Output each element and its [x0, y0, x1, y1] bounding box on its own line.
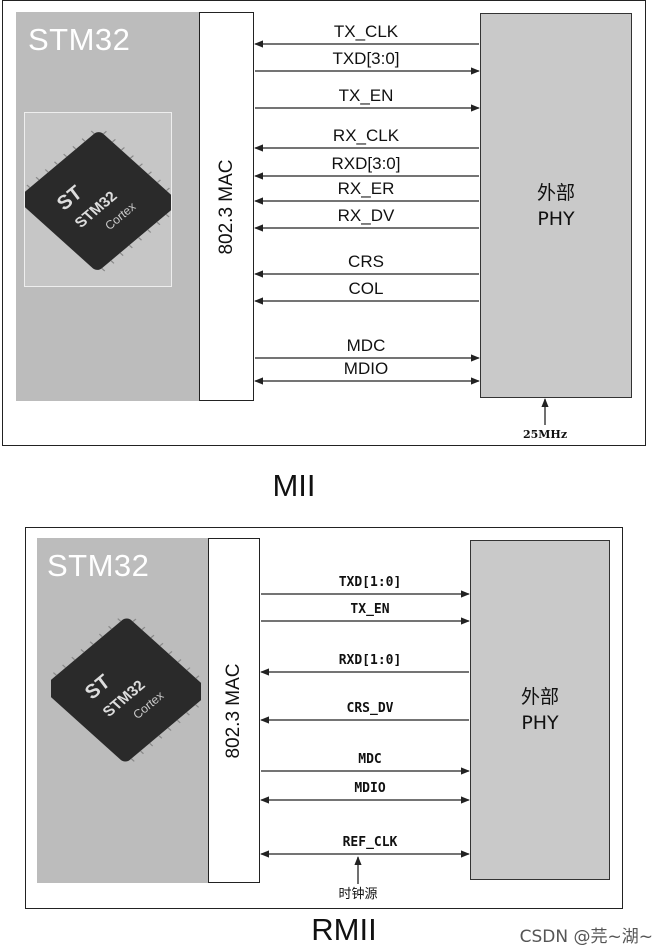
rmii-clock-arrow [0, 0, 667, 949]
